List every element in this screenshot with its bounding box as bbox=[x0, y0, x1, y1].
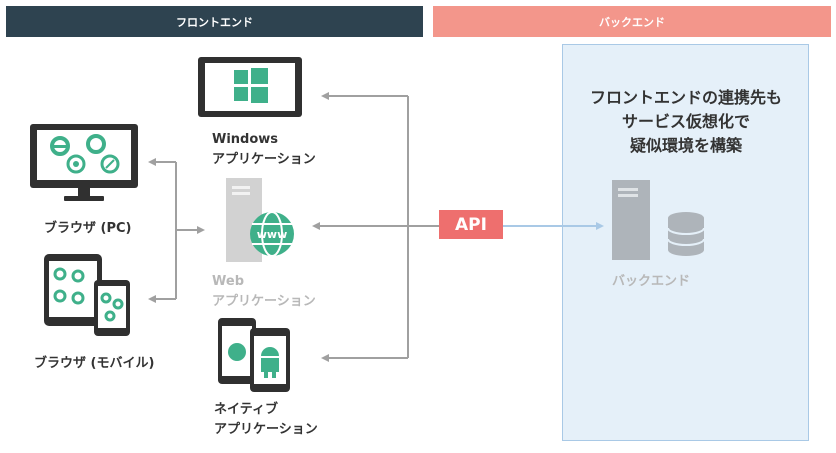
api-label: API bbox=[455, 214, 487, 235]
headline-line-2: サービス仮想化で bbox=[621, 112, 750, 131]
browser-bracket bbox=[148, 158, 205, 303]
backend-banner-label: バックエンド bbox=[599, 15, 665, 29]
frontend-banner: フロントエンド bbox=[6, 6, 423, 37]
headline-line-3: 疑似環境を構築 bbox=[629, 136, 742, 155]
native-app-line-2: アプリケーション bbox=[214, 422, 318, 437]
windows-monitor-icon bbox=[198, 57, 302, 117]
browser-pc-label: ブラウザ (PC) bbox=[44, 221, 132, 236]
web-app-line-2: アプリケーション bbox=[212, 294, 316, 309]
windows-app-label: Windows アプリケーション bbox=[212, 130, 316, 170]
app-bracket bbox=[312, 92, 439, 362]
tablet-phone-browsers-icon bbox=[44, 254, 130, 336]
svg-text:www: www bbox=[257, 228, 288, 241]
web-server-icon: www bbox=[226, 178, 294, 262]
native-app-line-1: ネイティブ bbox=[214, 402, 278, 417]
desktop-browsers-icon bbox=[30, 124, 138, 201]
native-app-label: ネイティブ アプリケーション bbox=[214, 400, 318, 440]
server-database-icon bbox=[612, 180, 705, 260]
windows-app-line-2: アプリケーション bbox=[212, 152, 316, 167]
windows-app-line-1: Windows bbox=[212, 132, 279, 147]
smartphones-icon bbox=[218, 318, 290, 392]
backend-banner: バックエンド bbox=[433, 6, 831, 37]
web-app-line-1: Web bbox=[212, 274, 244, 289]
browser-mobile-label: ブラウザ (モバイル) bbox=[34, 356, 155, 371]
frontend-banner-label: フロントエンド bbox=[176, 15, 253, 29]
headline-line-1: フロントエンドの連携先も bbox=[589, 88, 782, 107]
api-badge: API bbox=[439, 210, 503, 239]
backend-label: バックエンド bbox=[612, 274, 691, 289]
headline: フロントエンドの連携先も サービス仮想化で 疑似環境を構築 bbox=[562, 86, 810, 158]
web-app-label: Web アプリケーション bbox=[212, 272, 316, 312]
